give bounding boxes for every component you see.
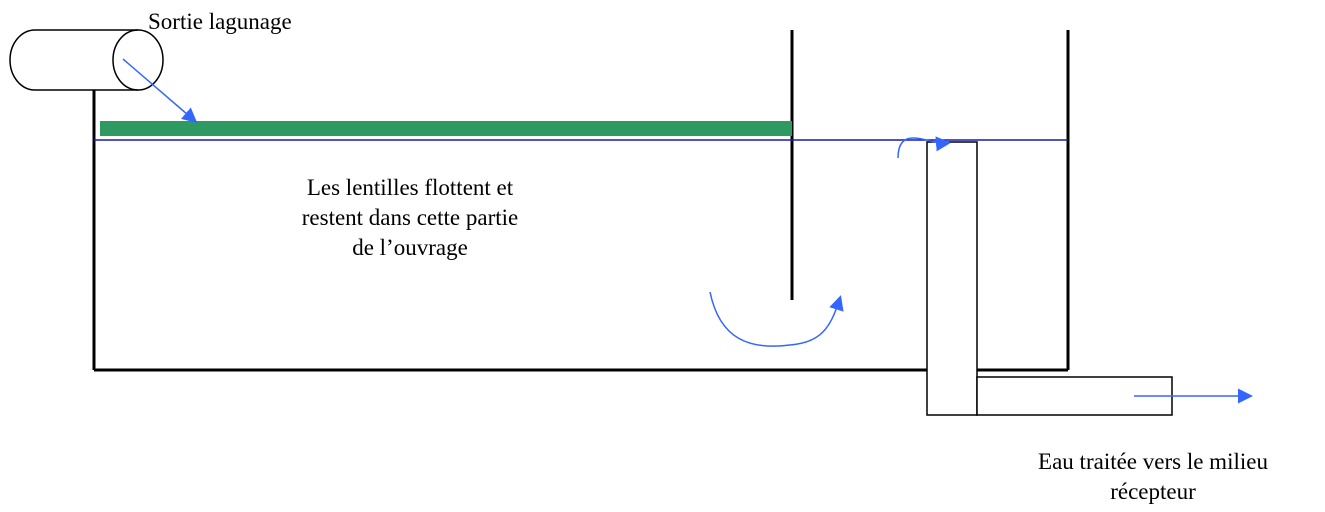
main-basin [92, 30, 1070, 372]
outlet-description: Eau traitée vers le milieu récepteur [968, 447, 1325, 507]
inlet-pipe [9, 29, 164, 91]
duckweed-description-line-2: restent dans cette partie [301, 205, 519, 230]
duckweed-layer [100, 121, 792, 136]
duckweed-description: Les lentilles flottent et restent dans c… [240, 173, 580, 263]
overflow-flow-arrow [897, 136, 951, 159]
under-baffle-flow-arrow [709, 291, 844, 347]
inlet-pipe-body [9, 29, 138, 91]
duckweed-description-line-3: de l’ouvrage [352, 235, 468, 260]
outlet-riser [926, 141, 978, 416]
inlet-pipe-opening [112, 29, 164, 91]
flow-arrows [122, 58, 1253, 404]
outlet-structure [926, 141, 1173, 416]
inlet-flow-arrow [122, 58, 198, 123]
outlet-description-line-1: Eau traitée vers le milieu [1038, 449, 1268, 474]
inlet-label: Sortie lagunage [148, 9, 292, 34]
outlet-description-line-2: récepteur [1110, 479, 1196, 504]
duckweed-description-line-1: Les lentilles flottent et [306, 175, 514, 200]
